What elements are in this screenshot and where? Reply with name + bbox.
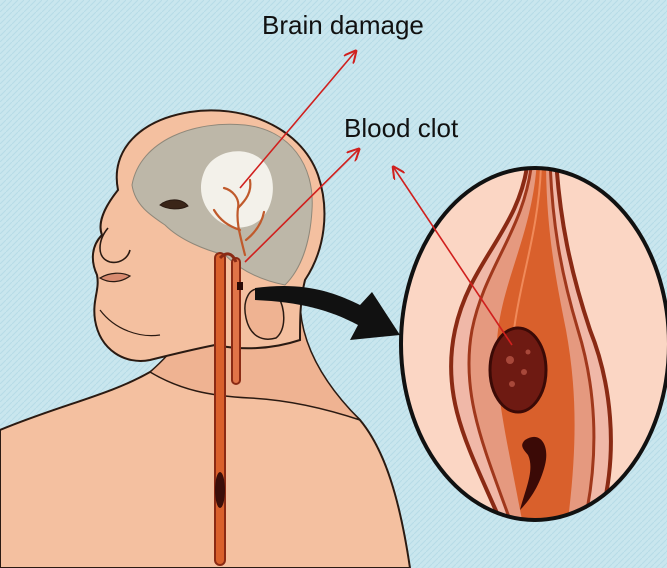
artery-clot-marker (237, 282, 243, 290)
label-brain-damage: Brain damage (262, 10, 424, 41)
neck-clot (215, 472, 225, 508)
blood-clot (490, 328, 546, 412)
label-blood-clot: Blood clot (344, 113, 458, 144)
